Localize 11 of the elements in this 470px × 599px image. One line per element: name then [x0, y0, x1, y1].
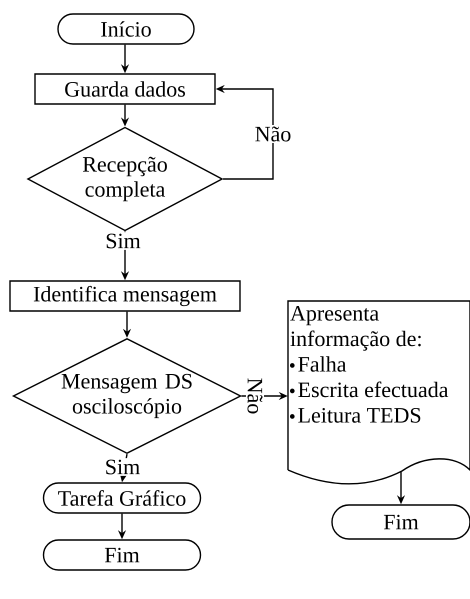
edge-label: Não — [253, 124, 293, 144]
terminal-box: Fim — [42, 539, 202, 571]
process-box: Identifica mensagem — [9, 280, 241, 312]
edge-label: Não — [246, 376, 264, 416]
terminal-box: Fim — [331, 504, 470, 540]
edge-label: Sim — [104, 232, 142, 250]
process-box: Guarda dados — [34, 73, 216, 105]
terminal-box: Início — [57, 13, 195, 45]
terminal-box: Tarefa Gráfico — [42, 482, 202, 514]
document-shape: Apresenta informação de: Falha Escrita efectuada Leitura TEDS — [287, 300, 470, 485]
edge-label: Sim — [103, 458, 142, 476]
